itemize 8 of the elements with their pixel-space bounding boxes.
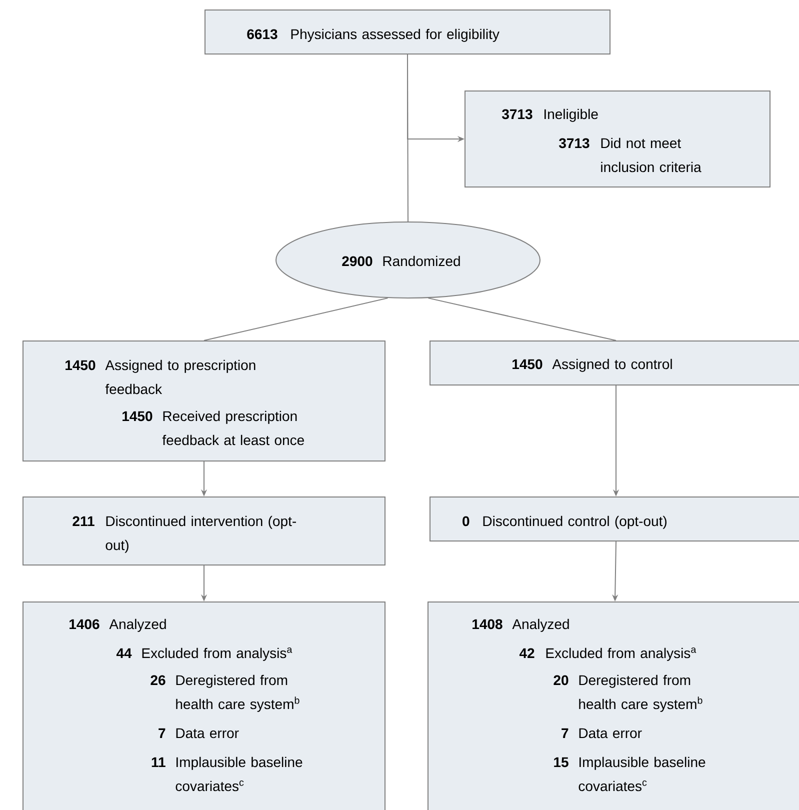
flow-box: 0 Discontinued control (opt-out) [430, 496, 799, 542]
flow-box: 1408 Analyzed 42 Excluded from analysis$^{a}$ 20 Deregistered from health care system$^{b}$ 7 Data error 15 Implausible baseline covariates$^{c}$ [428, 602, 799, 810]
flow-box: 1406 Analyzed 44 Excluded from analysis$^{a}$ 26 Deregistered from health care system$^{b}$ 7 Data error 11 Implausible baseline covariates$^{c}$ [22, 602, 386, 810]
flow-box: 6613 Physicians assessed for eligibility [204, 10, 610, 54]
flow-box: 211 Discontinued intervention (opt-out) [22, 496, 386, 566]
flow-box: 1450 Assigned to prescription feedback 1450 Received prescription feedback at least once [22, 340, 386, 462]
flow-box: 3713 Ineligible 3713 Did not meet inclusion criteria [464, 90, 770, 188]
flow-box: 1450 Assigned to control [430, 340, 799, 386]
